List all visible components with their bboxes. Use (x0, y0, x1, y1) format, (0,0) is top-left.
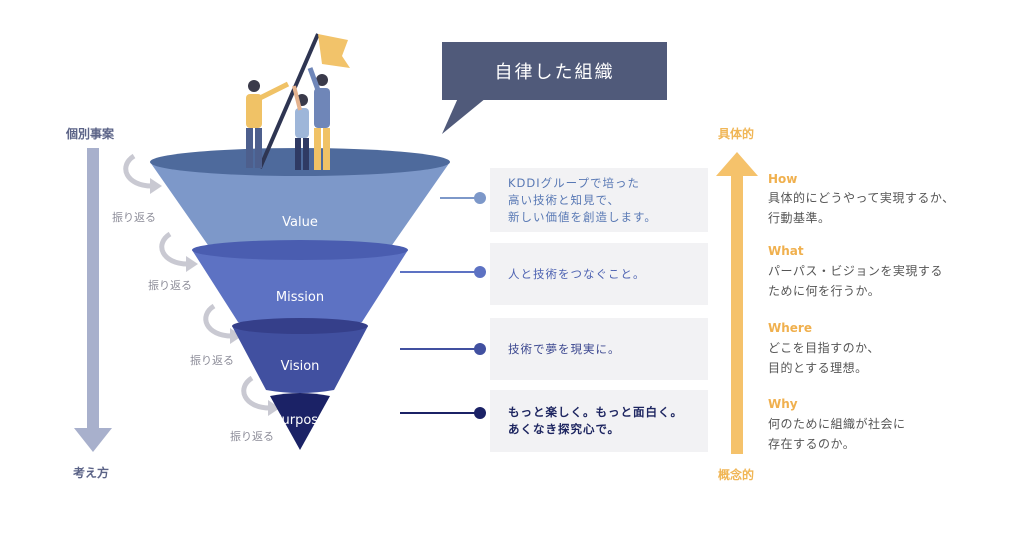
funnel-label-purpose: Purpose (273, 413, 327, 428)
reflect-label: 振り返る (190, 354, 234, 367)
up-arrow-icon (716, 152, 758, 454)
mission-description: 人と技術をつなぐこと。 (508, 266, 646, 281)
connector-lines (400, 192, 486, 419)
value-description-box: KDDIグループで培った 高い技術と知見で、 新しい価値を創造します。 (490, 168, 708, 232)
funnel-label-vision: Vision (280, 359, 320, 374)
curved-arrow-icon (159, 231, 198, 272)
how-heading: How (768, 172, 798, 186)
vision-description-box: 技術で夢を現実に。 (490, 318, 708, 380)
purpose-description: もっと楽しく。もっと面白く。 あくなき探究心で。 (508, 405, 683, 436)
speech-bubble: 自律した組織 (442, 42, 667, 100)
down-arrow-icon (74, 148, 112, 452)
what-text: パーパス・ビジョンを実現する ために何を行うか。 (768, 264, 943, 298)
reflect-label: 振り返る (148, 279, 192, 292)
where-text: どこを目指すのか、 目的とする理想。 (768, 341, 880, 375)
why-text: 何のために組織が社会に 存在するのか。 (768, 417, 906, 451)
reflect-label: 振り返る (112, 211, 156, 224)
how-text: 具体的にどうやって実現するか、 行動基準。 (768, 191, 955, 225)
value-description: KDDIグループで培った 高い技術と知見で、 新しい価値を創造します。 (508, 175, 657, 224)
funnel-label-value: Value (282, 215, 318, 230)
speech-bubble-text: 自律した組織 (494, 62, 615, 83)
curved-arrow-icon (241, 375, 280, 416)
vision-description: 技術で夢を現実に。 (508, 341, 621, 356)
team-flag-illustration (246, 33, 350, 170)
left-axis-top-label: 個別事案 (66, 127, 115, 141)
funnel-label-mission: Mission (275, 290, 325, 305)
purpose-description-box: もっと楽しく。もっと面白く。 あくなき探究心で。 (490, 390, 708, 452)
mission-description-box: 人と技術をつなぐこと。 (490, 243, 708, 305)
where-heading: Where (768, 321, 812, 335)
funnel-layer-vision (232, 321, 368, 393)
right-axis-top-label: 具体的 (718, 127, 755, 141)
funnel-layer-mission (192, 244, 408, 326)
reflect-label: 振り返る (230, 430, 274, 443)
funnel-layer-value (150, 155, 450, 253)
funnel-layer-purpose (270, 393, 330, 450)
speech-bubble-tail (442, 98, 486, 134)
why-heading: Why (768, 397, 798, 411)
what-heading: What (768, 244, 804, 258)
left-axis-bottom-label: 考え方 (73, 466, 110, 480)
curved-arrow-icon (123, 153, 162, 194)
right-axis-bottom-label: 概念的 (718, 468, 755, 482)
curved-arrow-icon (203, 303, 242, 344)
